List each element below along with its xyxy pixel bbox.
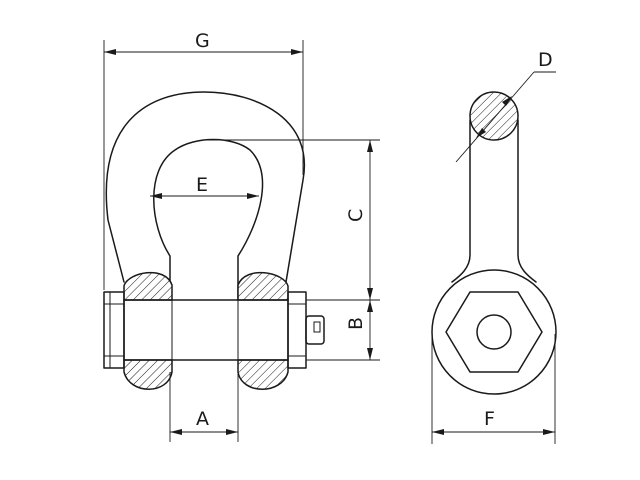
pin-head (103, 291, 125, 369)
left-ear-top-section (123, 271, 173, 301)
front-view (103, 91, 325, 390)
label-a: A (196, 408, 209, 430)
right-ear-bottom-section (237, 359, 289, 390)
pin-nut (287, 291, 307, 369)
bow-outer-outline (105, 91, 306, 283)
side-pin-circle (476, 314, 512, 350)
side-view (431, 91, 557, 395)
bow-inner-outline (153, 138, 264, 283)
side-hex-nut (445, 291, 543, 373)
dimension-lines (103, 40, 556, 444)
side-shank (451, 119, 471, 283)
dimension-labels: G E C B A D F (195, 30, 553, 430)
cotter-pin (305, 315, 325, 345)
pin-body (123, 299, 289, 361)
left-ear-bottom-section (123, 359, 173, 390)
label-f: F (484, 408, 495, 430)
label-b: B (345, 317, 367, 330)
side-eye-outer (431, 269, 557, 395)
right-ear-top-section (237, 271, 289, 301)
label-d: D (538, 49, 553, 71)
label-e: E (196, 174, 208, 196)
label-g: G (195, 30, 210, 52)
label-c: C (345, 209, 367, 222)
